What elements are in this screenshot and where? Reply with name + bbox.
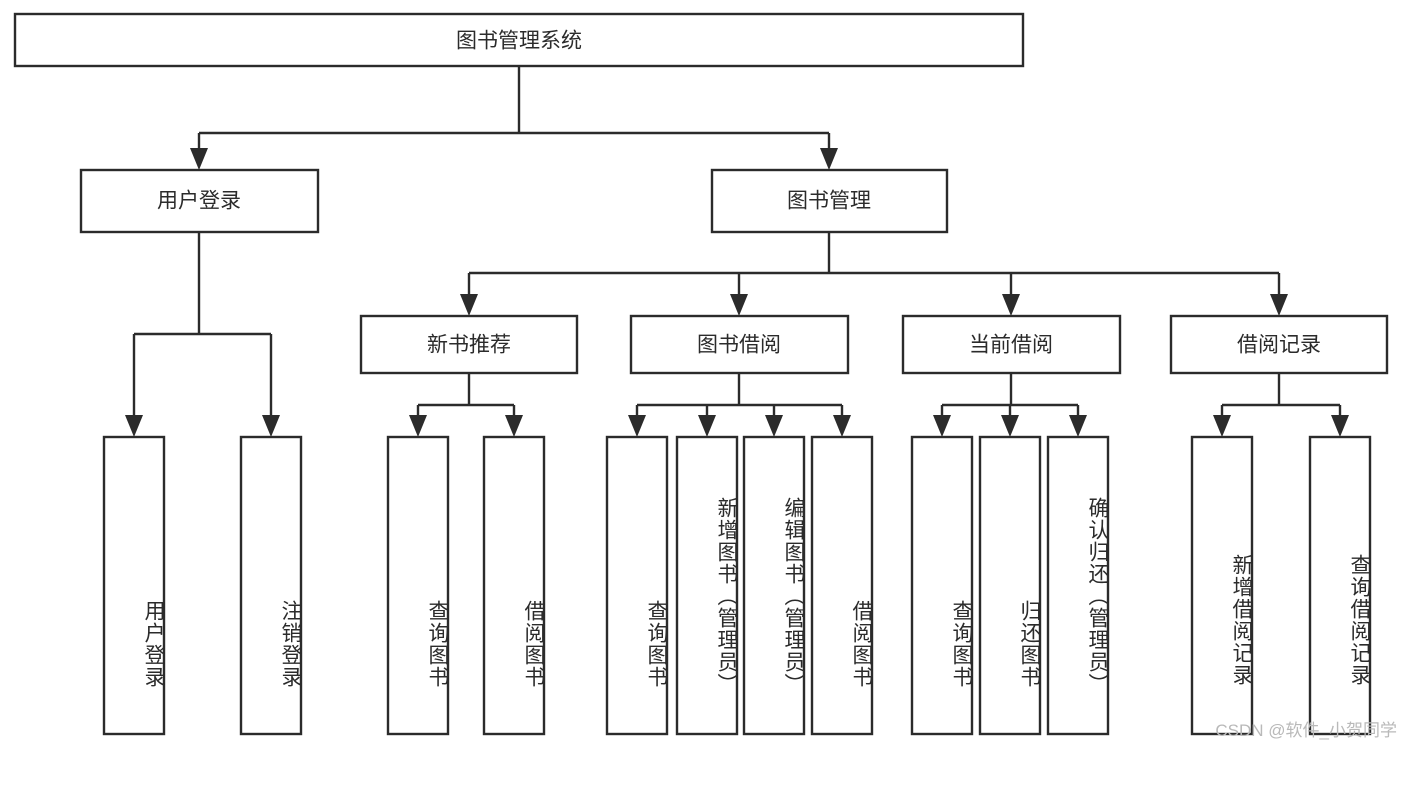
- arrow-head-leaf-add-record: [1213, 415, 1231, 437]
- node-book-borrow-label: 图书借阅: [697, 334, 781, 357]
- arrow-head-book-manage: [820, 148, 838, 170]
- arrow-head-borrow-record: [1270, 294, 1288, 316]
- arrow-head-leaf-add-book: [698, 415, 716, 437]
- arrow-head-leaf-confirm-return: [1069, 415, 1087, 437]
- connector-group-root: [190, 66, 838, 170]
- arrow-head-leaf-query-book-1: [409, 415, 427, 437]
- node-current-borrow-label: 当前借阅: [969, 334, 1053, 357]
- node-leaf-logout-box[interactable]: [239, 435, 303, 736]
- arrow-head-leaf-edit-book: [765, 415, 783, 437]
- node-borrow-record[interactable]: 借阅记录: [1169, 314, 1389, 375]
- node-leaf-borrow-book-2-box[interactable]: [810, 435, 874, 736]
- node-leaf-add-book-box[interactable]: [675, 435, 739, 736]
- arrow-head-current-borrow: [1002, 294, 1020, 316]
- node-borrow-record-label: 借阅记录: [1237, 334, 1321, 357]
- node-leaf-user-login-box[interactable]: [102, 435, 166, 736]
- node-book-manage[interactable]: 图书管理: [710, 168, 949, 234]
- node-leaf-add-record-box[interactable]: [1190, 435, 1254, 736]
- connector-group-borrow-record: [1213, 373, 1349, 437]
- tree-diagram-canvas: 图书管理系统 用户登录 图书管理 新书推荐 图书借阅 当前借阅 借阅记录: [13, 12, 1389, 736]
- arrow-head-new-book-rec: [460, 294, 478, 316]
- node-new-book-rec[interactable]: 新书推荐: [359, 314, 579, 375]
- node-borrow-record-box[interactable]: [1169, 314, 1389, 375]
- node-leaf-query-book-3-box[interactable]: [910, 435, 974, 736]
- connector-group-book-manage: [460, 232, 1288, 316]
- node-user-login-label: 用户登录: [157, 190, 241, 213]
- node-current-borrow[interactable]: 当前借阅: [901, 314, 1122, 375]
- hierarchy-diagram: 图书管理系统 用户登录 图书管理 新书推荐 图书借阅 当前借阅 借阅记录: [13, 12, 1397, 740]
- node-book-manage-box[interactable]: [710, 168, 949, 234]
- connector-group-new-book-rec: [409, 373, 523, 437]
- node-leaf-return-book-box[interactable]: [978, 435, 1042, 736]
- connector-group-user-login: [125, 232, 280, 437]
- arrow-head-leaf-query-book-3: [933, 415, 951, 437]
- arrow-head-leaf-borrow-book-2: [833, 415, 851, 437]
- arrow-head-leaf-user-login: [125, 415, 143, 437]
- node-root[interactable]: 图书管理系统: [13, 12, 1025, 68]
- arrow-head-leaf-query-record: [1331, 415, 1349, 437]
- node-leaf-query-record-box[interactable]: [1308, 435, 1372, 736]
- node-new-book-rec-box[interactable]: [359, 314, 579, 375]
- node-book-borrow-box[interactable]: [629, 314, 850, 375]
- node-user-login[interactable]: 用户登录: [79, 168, 320, 234]
- arrow-head-leaf-borrow-book-1: [505, 415, 523, 437]
- node-root-label: 图书管理系统: [456, 30, 582, 53]
- node-leaf-query-book-1-box[interactable]: [386, 435, 450, 736]
- node-current-borrow-box[interactable]: [901, 314, 1122, 375]
- arrow-head-leaf-logout: [262, 415, 280, 437]
- arrow-head-leaf-return-book: [1001, 415, 1019, 437]
- node-root-box[interactable]: [13, 12, 1025, 68]
- node-leaf-edit-book-box[interactable]: [742, 435, 806, 736]
- connector-group-current-borrow: [933, 373, 1087, 437]
- arrow-head-user-login: [190, 148, 208, 170]
- arrow-head-leaf-query-book-2: [628, 415, 646, 437]
- connector-group-book-borrow: [628, 373, 851, 437]
- node-leaf-borrow-book-1-box[interactable]: [482, 435, 546, 736]
- node-user-login-box[interactable]: [79, 168, 320, 234]
- node-book-manage-label: 图书管理: [787, 190, 871, 213]
- node-new-book-rec-label: 新书推荐: [427, 334, 511, 357]
- node-leaf-query-book-2-box[interactable]: [605, 435, 669, 736]
- node-leaf-confirm-return-box[interactable]: [1046, 435, 1110, 736]
- arrow-head-book-borrow: [730, 294, 748, 316]
- node-book-borrow[interactable]: 图书借阅: [629, 314, 850, 375]
